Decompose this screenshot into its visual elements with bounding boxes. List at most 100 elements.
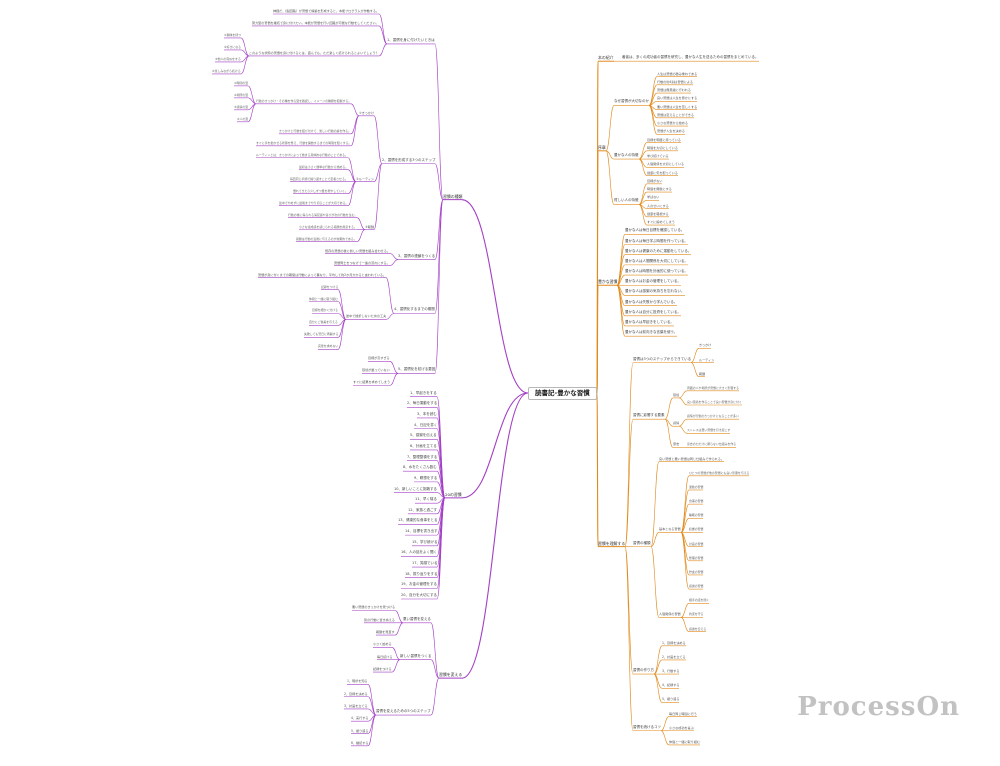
leaf-node[interactable]: 目標が高すぎる bbox=[368, 356, 390, 361]
leaf-node[interactable]: 5、感謝を伝える bbox=[410, 433, 437, 438]
branch-topic[interactable]: 豊かな習慣 bbox=[598, 279, 618, 285]
leaf-node[interactable]: 8、水をたくさん飲む bbox=[403, 465, 437, 470]
subtopic-node[interactable]: 貧しい人の特徴 bbox=[614, 198, 639, 203]
leaf-node[interactable]: 時間を無駄にする bbox=[647, 187, 672, 192]
leaf-node[interactable]: 小さな成功を喜ぶ bbox=[669, 725, 694, 730]
subtopic-node[interactable]: 新しい習慣をつくる bbox=[400, 653, 432, 658]
leaf-node[interactable]: 悪い習慣のきっかけを見つける bbox=[352, 605, 396, 610]
leaf-node[interactable]: 仲間と一緒に取り組む bbox=[669, 739, 700, 744]
leaf-node[interactable]: 7、整理整頓をする bbox=[407, 454, 438, 459]
leaf-node[interactable]: 報酬 bbox=[699, 371, 706, 376]
leaf-node[interactable]: 4、日記を書く bbox=[414, 422, 438, 427]
leaf-node[interactable]: 良い習慣は人生を豊かにする bbox=[657, 96, 698, 101]
leaf-node[interactable]: 5、振り返る bbox=[351, 728, 369, 733]
leaf-node[interactable]: 学び続けている bbox=[647, 154, 669, 159]
leaf-node[interactable]: 既存の習慣の後に新しい習慣を組み合わせる。 bbox=[325, 248, 390, 253]
leaf-node[interactable]: 慣れてきたら少しずつ量を増やしていく。 bbox=[293, 188, 348, 193]
subtopic-node[interactable]: 習慣を続けるコツ bbox=[633, 724, 661, 729]
branch-topic[interactable]: 20の習慣 bbox=[445, 491, 462, 497]
leaf-node[interactable]: 豊かな人は毎日学ぶ時間を作っている。 bbox=[625, 238, 688, 243]
leaf-node[interactable]: 別の行動に置き換える bbox=[364, 617, 395, 622]
leaf-node[interactable]: 毎日続ける bbox=[377, 654, 393, 659]
leaf-node[interactable]: 20、自分を大切にする bbox=[401, 593, 437, 597]
leaf-node[interactable]: 豊かな人は早起きをしている。 bbox=[625, 319, 674, 324]
leaf-node[interactable]: 小さく始める bbox=[373, 642, 392, 647]
leaf-node[interactable]: 行動の後に得られる満足感や喜びが次の行動を生む。 bbox=[288, 212, 358, 217]
branch-topic[interactable]: 習慣の種類 bbox=[443, 193, 463, 199]
leaf-node[interactable]: 14、目標を書き出す bbox=[405, 529, 438, 534]
leaf-node[interactable]: 毎回同じ手順で繰り返すことで定着させる。 bbox=[290, 176, 348, 181]
leaf-node[interactable]: 小さな達成感を感じられる報酬を用意する。 bbox=[299, 224, 357, 229]
leaf-node[interactable]: 人間関係を大切にしている bbox=[647, 162, 685, 167]
leaf-node[interactable]: 豊かな人は感謝の気持ちを忘れない。 bbox=[625, 289, 685, 294]
leaf-node[interactable]: 習慣は変えることができる bbox=[657, 112, 694, 117]
subtopic-node[interactable]: 基本となる習慣 bbox=[659, 527, 681, 532]
subtopic-node[interactable]: なぜ習慣が大切なのか bbox=[614, 99, 649, 104]
leaf-node[interactable]: 15、学び続ける bbox=[412, 539, 438, 544]
leaf-node[interactable]: 習慣同士をつなげて一連の流れにする。 bbox=[334, 260, 390, 265]
leaf-node[interactable]: 豊かな人は失敗から学んでいる。 bbox=[625, 299, 678, 304]
leaf-node[interactable]: 19、お金の管理をする bbox=[401, 582, 437, 587]
subtopic-node[interactable]: 意志 bbox=[673, 442, 680, 447]
leaf-node[interactable]: 3、本を読む bbox=[417, 411, 437, 416]
leaf-node[interactable]: 17、笑顔でいる bbox=[412, 561, 438, 566]
leaf-node[interactable]: 13、健康的な食事をとる bbox=[398, 518, 438, 523]
leaf-node[interactable]: 報酬は行動の直後に与えるのが効果的である。 bbox=[296, 236, 357, 241]
subtopic-node[interactable]: このような状態の習慣を身に付けるには、遊んでも、ただ楽しく続けられるとよいでしょ… bbox=[249, 50, 379, 55]
leaf-node[interactable]: 12、家族と過ごす bbox=[408, 507, 437, 512]
leaf-node[interactable]: きっかけと行動を結び付けて、新しい行動の癖を作る。 bbox=[279, 128, 352, 133]
subtopic-node[interactable]: 習慣の作り方 bbox=[633, 668, 654, 673]
subtopic-node[interactable]: 2、習慣を形成する3つのステップ bbox=[382, 157, 436, 162]
leaf-node[interactable]: すぐに結果を求めてしまう bbox=[353, 380, 391, 385]
subtopic-node[interactable]: 習慣を変えるための5つのステップ bbox=[376, 709, 431, 714]
leaf-node[interactable]: ②好きになる bbox=[224, 44, 242, 49]
root-topic[interactable]: 読書記-豊かな習慣 bbox=[528, 387, 597, 400]
subtopic-node[interactable]: 環境 bbox=[673, 392, 680, 397]
leaf-node[interactable]: 1、早起きをする bbox=[410, 390, 437, 395]
leaf-node[interactable]: 目標を明確に持っている bbox=[647, 137, 681, 142]
leaf-node[interactable]: 1、目標を決める bbox=[662, 640, 686, 645]
subtopic-node[interactable]: 習慣の種類 bbox=[633, 540, 651, 545]
leaf-node[interactable]: 目標がない bbox=[647, 178, 663, 183]
leaf-node[interactable]: 読書の習慣 bbox=[689, 527, 704, 532]
leaf-node[interactable]: 9、瞑想をする bbox=[414, 475, 438, 480]
leaf-node[interactable]: 小さな習慣から始める bbox=[657, 121, 688, 126]
leaf-node[interactable]: 1、現状を知る bbox=[347, 679, 368, 684]
leaf-node[interactable]: 睡眠の習慣 bbox=[689, 513, 704, 518]
leaf-node[interactable]: 学ばない bbox=[647, 195, 660, 200]
leaf-node[interactable]: 環境が整っていない bbox=[362, 368, 390, 373]
leaf-node[interactable]: 計画の習慣 bbox=[689, 541, 704, 546]
subtopic-node[interactable]: 途中で挫折しないための工夫 bbox=[346, 314, 387, 319]
leaf-node[interactable]: きっかけ bbox=[699, 343, 712, 348]
leaf-node[interactable]: 人生は習慣の積み重ねである bbox=[657, 71, 698, 76]
leaf-node[interactable]: 報酬を見直す bbox=[376, 630, 395, 635]
leaf-node[interactable]: 良い環境を作ることで良い習慣が身に付く bbox=[687, 399, 742, 404]
leaf-node[interactable]: 自分にご褒美を与える bbox=[309, 320, 338, 325]
leaf-node[interactable]: 仲間と一緒に取り組む bbox=[309, 296, 338, 301]
leaf-node[interactable]: 感謝を伝える bbox=[689, 626, 707, 631]
leaf-node[interactable]: 10、新しいことに挑戦する bbox=[394, 486, 437, 491]
leaf-node[interactable]: 人のせいにする bbox=[647, 203, 669, 208]
leaf-node[interactable]: 健康を軽視する bbox=[647, 211, 669, 216]
leaf-node[interactable]: 4、記録する bbox=[662, 683, 680, 688]
leaf-node[interactable]: 著者は、多くの成功者の習慣を研究し、豊かな人生を送るための習慣をまとめている。 bbox=[622, 55, 759, 60]
leaf-node[interactable]: 完璧を求めない bbox=[318, 344, 339, 349]
subtopic-node[interactable]: 5、習慣化を妨げる要因 bbox=[398, 367, 436, 372]
leaf-node[interactable]: 貯金の習慣 bbox=[689, 569, 704, 574]
leaf-node[interactable]: 6、継続する bbox=[351, 740, 369, 745]
leaf-node[interactable]: 目標を細かく分ける bbox=[312, 308, 339, 313]
subtopic-node[interactable]: 悪い習慣を変える bbox=[403, 616, 431, 621]
leaf-node[interactable]: 3、行動する bbox=[662, 669, 680, 674]
leaf-node[interactable]: 意志の力だけに頼らない仕組みを作る bbox=[687, 442, 737, 447]
branch-topic[interactable]: 本の紹介 bbox=[598, 55, 614, 61]
subtopic-node[interactable]: ①きっかけ bbox=[359, 110, 375, 115]
leaf-node[interactable]: ひとつの習慣が他の習慣にも良い影響を与える bbox=[689, 470, 750, 475]
leaf-node[interactable]: ②場所の型 bbox=[234, 92, 249, 97]
leaf-node[interactable]: ③他人の真似をする bbox=[215, 56, 241, 61]
leaf-node[interactable]: 整理の習慣 bbox=[689, 555, 704, 560]
leaf-node[interactable]: 豊かな人は前向きな言葉を使う。 bbox=[625, 330, 678, 335]
leaf-node[interactable]: 失敗しても翌日に再開する bbox=[304, 332, 339, 337]
leaf-node[interactable]: 豊かな人は自分に投資をしている。 bbox=[625, 309, 681, 314]
leaf-node[interactable]: 11、早く寝る bbox=[415, 497, 437, 502]
leaf-node[interactable]: 悪い習慣は人生を苦しくする bbox=[657, 104, 698, 109]
